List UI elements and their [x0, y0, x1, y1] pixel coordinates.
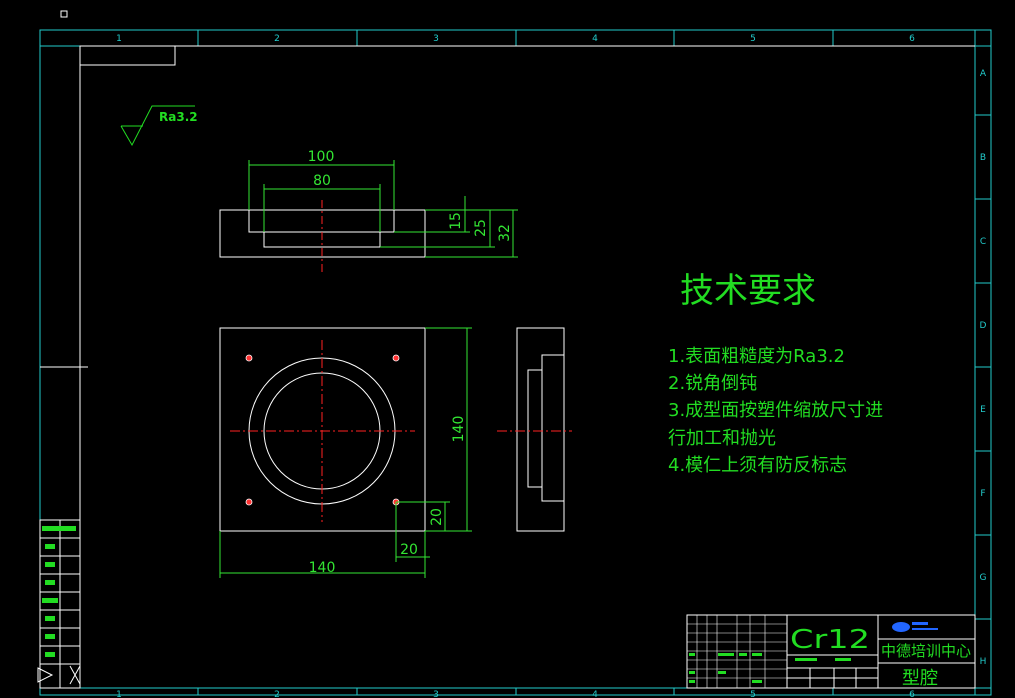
zone-col-2-bottom: 2 — [274, 690, 280, 698]
side-view — [497, 327, 572, 532]
zone-col-6-top: 6 — [909, 34, 915, 44]
dim-top-width-outer: 100 — [308, 149, 335, 165]
technical-requirements: 技术要求 1.表面粗糙度为Ra3.2 2.锐角倒钝 3.成型面按塑件缩放尺寸进 … — [668, 271, 883, 476]
dim-top-width-inner: 80 — [313, 173, 331, 189]
dim-hole-offset-y: 20 — [429, 508, 445, 526]
dim-depth-middle: 25 — [473, 219, 489, 237]
note-item-4: 行加工和抛光 — [668, 428, 776, 449]
zone-row-e: E — [980, 405, 986, 415]
roughness-symbol: Ra3.2 — [120, 105, 198, 147]
dim-hole-offset-x: 20 — [400, 542, 418, 558]
zone-labels: 1 2 3 4 5 6 1 2 3 4 5 6 A B C D E F G H — [116, 34, 987, 698]
zone-col-6-bottom: 6 — [909, 690, 915, 698]
left-revision-table — [39, 519, 81, 689]
selection-grip[interactable] — [60, 10, 68, 18]
zone-col-1-top: 1 — [116, 34, 122, 44]
zone-col-2-top: 2 — [274, 34, 280, 44]
company-logo — [892, 622, 938, 632]
crosshair-cursor — [37, 665, 81, 685]
note-item-3: 3.成型面按塑件缩放尺寸进 — [668, 400, 883, 421]
notes-title: 技术要求 — [680, 271, 816, 311]
inner-border — [40, 45, 975, 688]
zone-col-3-top: 3 — [433, 34, 439, 44]
zone-col-1-bottom: 1 — [116, 690, 122, 698]
left-table-marks — [42, 526, 76, 657]
note-item-5: 4.模仁上须有防反标志 — [668, 455, 847, 476]
dim-height-total: 32 — [497, 224, 513, 242]
zone-col-4-bottom: 4 — [592, 690, 598, 698]
zone-row-g: G — [980, 573, 987, 583]
zone-row-b: B — [980, 153, 986, 163]
company-label: 中德培训中心 — [881, 642, 971, 660]
zone-row-a: A — [980, 69, 987, 79]
zone-col-4-top: 4 — [592, 34, 598, 44]
zone-col-5-bottom: 5 — [750, 690, 756, 698]
note-item-2: 2.锐角倒钝 — [668, 373, 757, 394]
note-item-1: 1.表面粗糙度为Ra3.2 — [668, 346, 845, 367]
roughness-label: Ra3.2 — [159, 110, 198, 124]
zone-row-d: D — [980, 321, 987, 331]
dim-plan-width: 140 — [309, 560, 336, 576]
title-block: Cr12 中德培训中心 型腔 — [686, 614, 976, 689]
material-label: Cr12 — [790, 625, 870, 655]
dim-depth-inner: 15 — [448, 212, 464, 230]
zone-row-c: C — [980, 237, 986, 247]
zone-row-h: H — [980, 657, 987, 667]
section-view-top: 100 80 15 25 32 — [219, 149, 518, 272]
zone-row-f: F — [980, 489, 985, 499]
zone-col-3-bottom: 3 — [433, 690, 439, 698]
dim-plan-height: 140 — [451, 416, 467, 443]
zone-col-5-top: 5 — [750, 34, 756, 44]
drawing-frame — [39, 29, 992, 696]
plan-view: 140 140 20 20 — [219, 327, 472, 578]
part-name-label: 型腔 — [902, 668, 938, 689]
